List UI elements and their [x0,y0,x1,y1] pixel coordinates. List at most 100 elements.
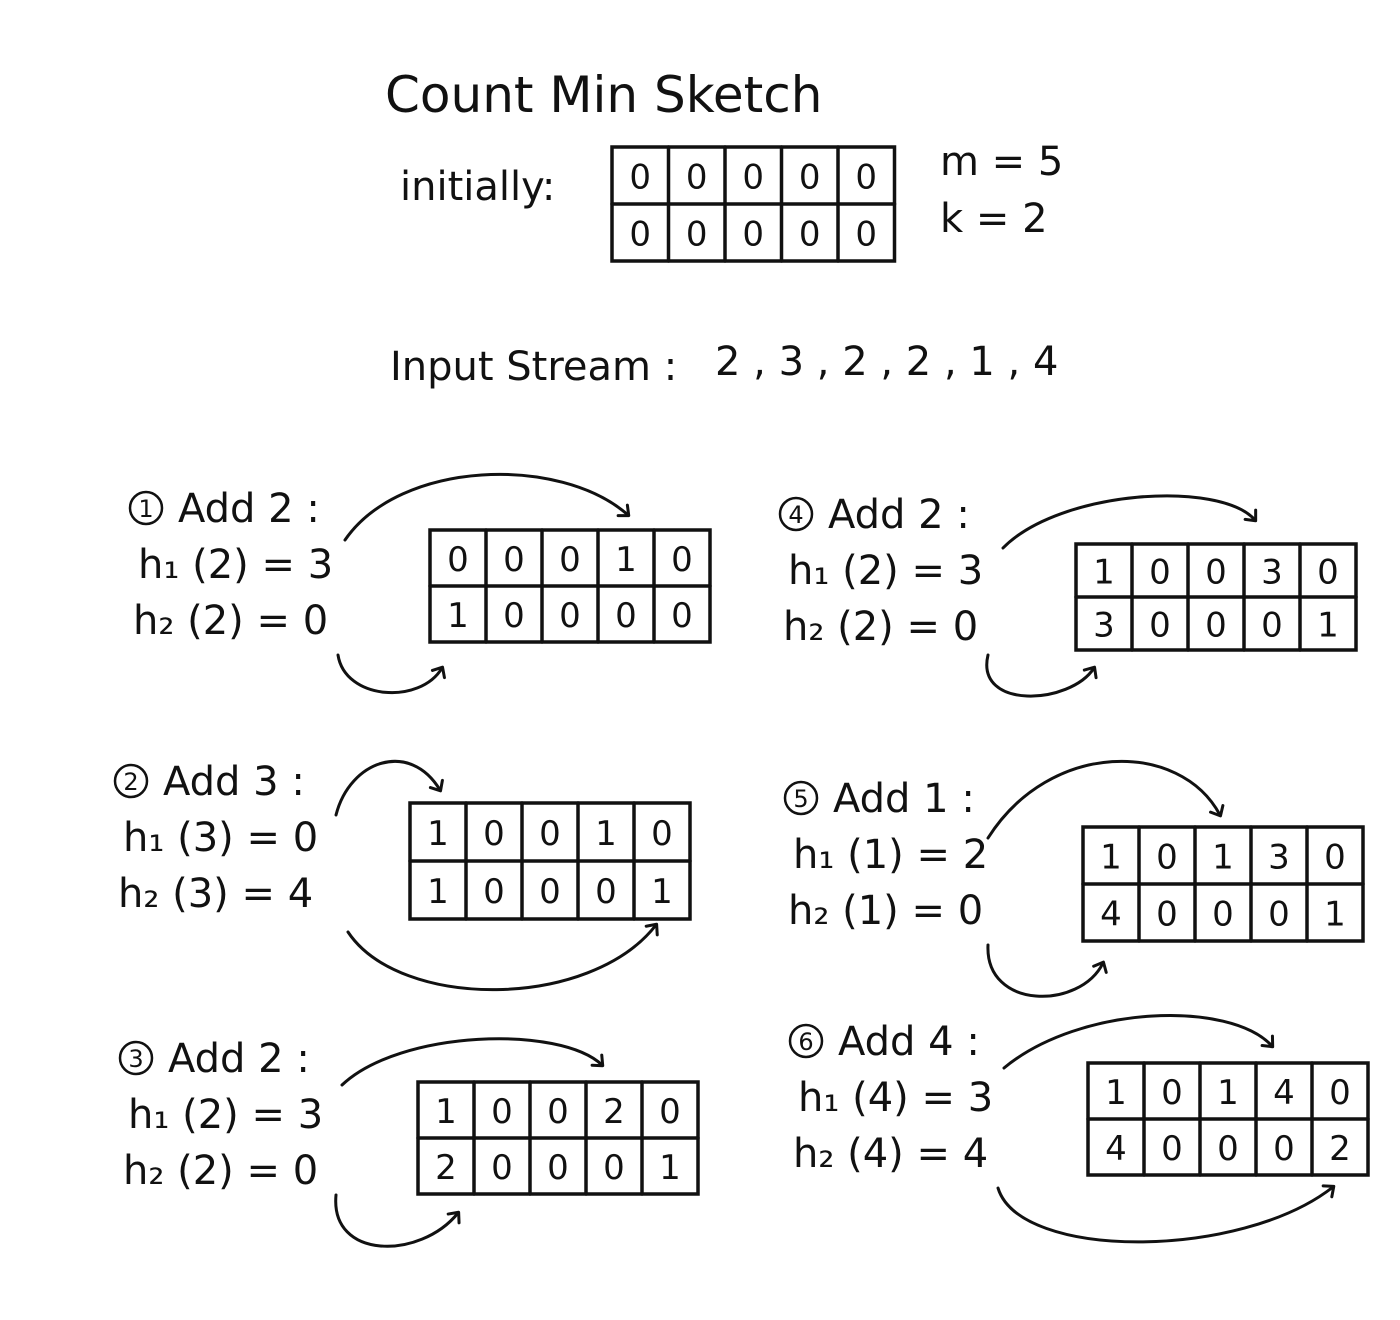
step-1-grid-cell-updated: 1 [447,596,469,636]
input-stream-values: 2 , 3 , 2 , 2 , 1 , 4 [715,339,1058,385]
hash-1-result: h₁ (2) = 3 [788,548,983,594]
initial-grid-cell: 0 [629,215,651,255]
step-2-grid-cell: 0 [483,872,505,912]
step-1-grid-cell: 0 [671,540,693,580]
step-1-grid-cell: 0 [503,540,525,580]
step-number: 1 [138,495,153,523]
step-1-grid-cell: 0 [503,596,525,636]
step-action: Add 2 : [828,492,970,538]
step-6-grid-cell: 0 [1273,1129,1295,1169]
step-4-grid-cell: 1 [1317,606,1339,646]
hash-2-arrow [986,943,1108,998]
hash-1-arrow [986,759,1225,840]
step-number-circle [118,1040,154,1076]
step-4-grid-cell-updated: 3 [1261,553,1283,593]
hash-2-result: h₂ (2) = 0 [123,1148,318,1194]
step-3-grid-cell: 1 [435,1092,457,1132]
step-6-grid-cell: 1 [1217,1073,1239,1113]
param-m: m = 5 [940,139,1063,185]
hash-1-result: h₁ (1) = 2 [793,832,988,878]
hash-2-result: h₂ (1) = 0 [788,888,983,934]
step-6-grid-cell: 4 [1105,1129,1127,1169]
initial-grid-cell: 0 [686,215,708,255]
step-1-grid-cell: 0 [447,540,469,580]
step-action: Add 1 : [833,776,975,822]
step-2-grid-cell: 0 [483,814,505,854]
hash-1-arrow [340,1037,605,1087]
step-4-grid-cell: 0 [1205,606,1227,646]
initial-grid-cell: 0 [799,215,821,255]
step-action: Add 2 : [178,486,320,532]
step-2-grid-cell-updated: 1 [651,872,673,912]
step-number: 6 [798,1028,813,1056]
step-number-circle [128,490,164,526]
hash-2-arrow [334,1193,461,1248]
step-3-grid-cell: 1 [659,1148,681,1188]
step-number-circle [778,496,814,532]
step-4-grid-cell: 0 [1205,553,1227,593]
step-5-grid-cell-updated: 4 [1100,895,1122,935]
step-3-grid-cell-updated: 2 [435,1148,457,1188]
step-5-grid-cell: 1 [1100,838,1122,878]
hash-1-result: h₁ (3) = 0 [123,815,318,861]
input-stream-label: Input Stream : [390,344,677,390]
initial-grid-cell: 0 [742,158,764,198]
step-5-grid-cell: 0 [1212,895,1234,935]
step-5-grid-cell: 0 [1156,895,1178,935]
step-1-grid-cell: 0 [671,596,693,636]
hash-1-result: h₁ (4) = 3 [798,1075,993,1121]
hash-2-arrow [346,922,659,992]
step-1-grid-cell: 0 [559,540,581,580]
step-action: Add 4 : [838,1019,980,1065]
step-2-grid-cell: 0 [539,814,561,854]
hash-1-arrow [343,473,631,542]
step-4-grid-cell: 0 [1149,553,1171,593]
step-5-grid-cell: 3 [1268,838,1290,878]
step-4-grid-cell: 0 [1149,606,1171,646]
hash-1-arrow [334,760,444,817]
step-6-grid-cell: 0 [1161,1129,1183,1169]
step-3-grid-cell: 0 [603,1148,625,1188]
step-3-grid-cell: 0 [491,1092,513,1132]
hash-2-arrow [996,1184,1336,1244]
hash-2-arrow [985,653,1098,698]
initially-label: initially: [400,164,555,210]
initial-grid-cell: 0 [799,158,821,198]
hash-2-arrow [336,653,446,695]
step-number: 3 [128,1045,143,1073]
step-1-grid-cell: 0 [615,596,637,636]
step-4-grid-cell-updated: 3 [1093,606,1115,646]
step-3-grid-cell-updated: 2 [603,1092,625,1132]
hash-2-result: h₂ (3) = 4 [118,871,313,917]
step-6-grid-cell-updated: 4 [1273,1073,1295,1113]
step-5-grid-cell: 0 [1324,838,1346,878]
initial-grid-cell: 0 [855,158,877,198]
step-5-grid-cell: 0 [1156,838,1178,878]
step-5-grid-cell-updated: 1 [1212,838,1234,878]
step-6-grid-cell: 0 [1217,1129,1239,1169]
step-2-grid-cell: 1 [595,814,617,854]
step-4-grid-cell: 1 [1093,553,1115,593]
initial-grid-cell: 0 [855,215,877,255]
initial-grid-cell: 0 [742,215,764,255]
step-6-grid-cell: 0 [1329,1073,1351,1113]
step-1-grid-cell: 0 [559,596,581,636]
step-2-grid-cell: 0 [595,872,617,912]
step-1-grid-cell-updated: 1 [615,540,637,580]
step-5-grid-cell: 0 [1268,895,1290,935]
step-3-grid-cell: 0 [547,1148,569,1188]
step-number: 2 [123,768,138,796]
step-4-grid-cell: 0 [1261,606,1283,646]
step-2-grid-cell: 1 [427,872,449,912]
hash-1-result: h₁ (2) = 3 [128,1092,323,1138]
step-2-grid-cell-updated: 1 [427,814,449,854]
step-3-grid-cell: 0 [547,1092,569,1132]
step-action: Add 2 : [168,1036,310,1082]
hash-1-arrow [1001,494,1258,550]
